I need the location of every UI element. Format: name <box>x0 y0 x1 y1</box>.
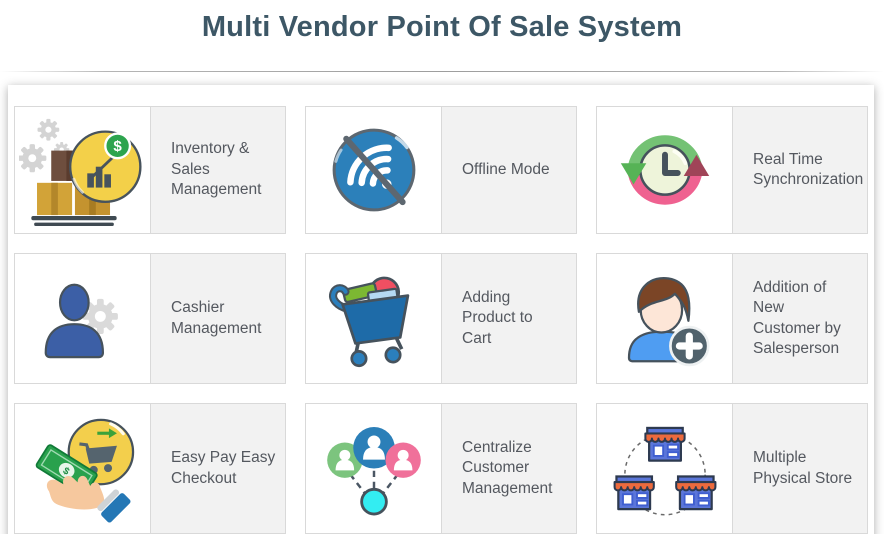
feature-card-inventory-sales: $ Inventory & Sales Management <box>14 106 286 234</box>
feature-label: Adding Product to Cart <box>462 288 533 347</box>
feature-label-cell: Inventory & Sales Management <box>150 107 285 233</box>
page: Multi Vendor Point Of Sale System <box>0 11 884 534</box>
content-panel: $ Inventory & Sales Management <box>8 85 874 534</box>
cashier-user-gear-icon <box>15 254 150 383</box>
svg-text:$: $ <box>113 138 122 155</box>
feature-label-cell: Multiple Physical Store <box>732 404 867 533</box>
feature-card-cashier-management: Cashier Management <box>14 253 286 384</box>
feature-label: Real Time Synchronization <box>753 150 864 188</box>
feature-label: Offline Mode <box>462 160 550 178</box>
feature-label: Easy Pay Easy Checkout <box>171 449 276 487</box>
feature-label-cell: Offline Mode <box>441 107 576 233</box>
feature-card-multiple-stores: Multiple Physical Store <box>596 403 868 534</box>
inventory-sales-icon: $ <box>15 107 150 233</box>
feature-label: Cashier Management <box>171 299 262 337</box>
svg-text:$: $ <box>60 465 71 478</box>
easy-pay-hand-money-icon: $ <box>15 404 150 533</box>
feature-card-add-product-cart: Adding Product to Cart <box>305 253 577 384</box>
feature-label-cell: Real Time Synchronization <box>732 107 867 233</box>
feature-label-cell: Easy Pay Easy Checkout <box>150 404 285 533</box>
customer-network-icon <box>306 404 441 533</box>
feature-label-cell: Adding Product to Cart <box>441 254 576 383</box>
multiple-store-icon <box>597 404 732 533</box>
realtime-sync-clock-icon <box>597 107 732 233</box>
feature-card-centralize-customers: Centralize Customer Management <box>305 403 577 534</box>
title-divider <box>0 71 884 74</box>
feature-label-cell: Addition of New Customer by Salesperson <box>732 254 867 383</box>
feature-card-add-customer: Addition of New Customer by Salesperson <box>596 253 868 384</box>
feature-label: Inventory & Sales Management <box>171 140 262 199</box>
page-title: Multi Vendor Point Of Sale System <box>201 11 683 43</box>
feature-label: Centralize Customer Management <box>462 438 553 497</box>
feature-label: Addition of New Customer by Salesperson <box>753 278 841 357</box>
shopping-cart-products-icon <box>306 254 441 383</box>
feature-card-offline-mode: Offline Mode <box>305 106 577 234</box>
feature-card-easy-pay: $ Easy Pay Easy Checkout <box>14 403 286 534</box>
offline-wifi-icon <box>306 107 441 233</box>
feature-grid: $ Inventory & Sales Management <box>8 85 874 534</box>
feature-label-cell: Cashier Management <box>150 254 285 383</box>
feature-card-realtime-sync: Real Time Synchronization <box>596 106 868 234</box>
feature-label: Multiple Physical Store <box>753 449 853 487</box>
feature-label-cell: Centralize Customer Management <box>441 404 576 533</box>
add-customer-icon <box>597 254 732 383</box>
